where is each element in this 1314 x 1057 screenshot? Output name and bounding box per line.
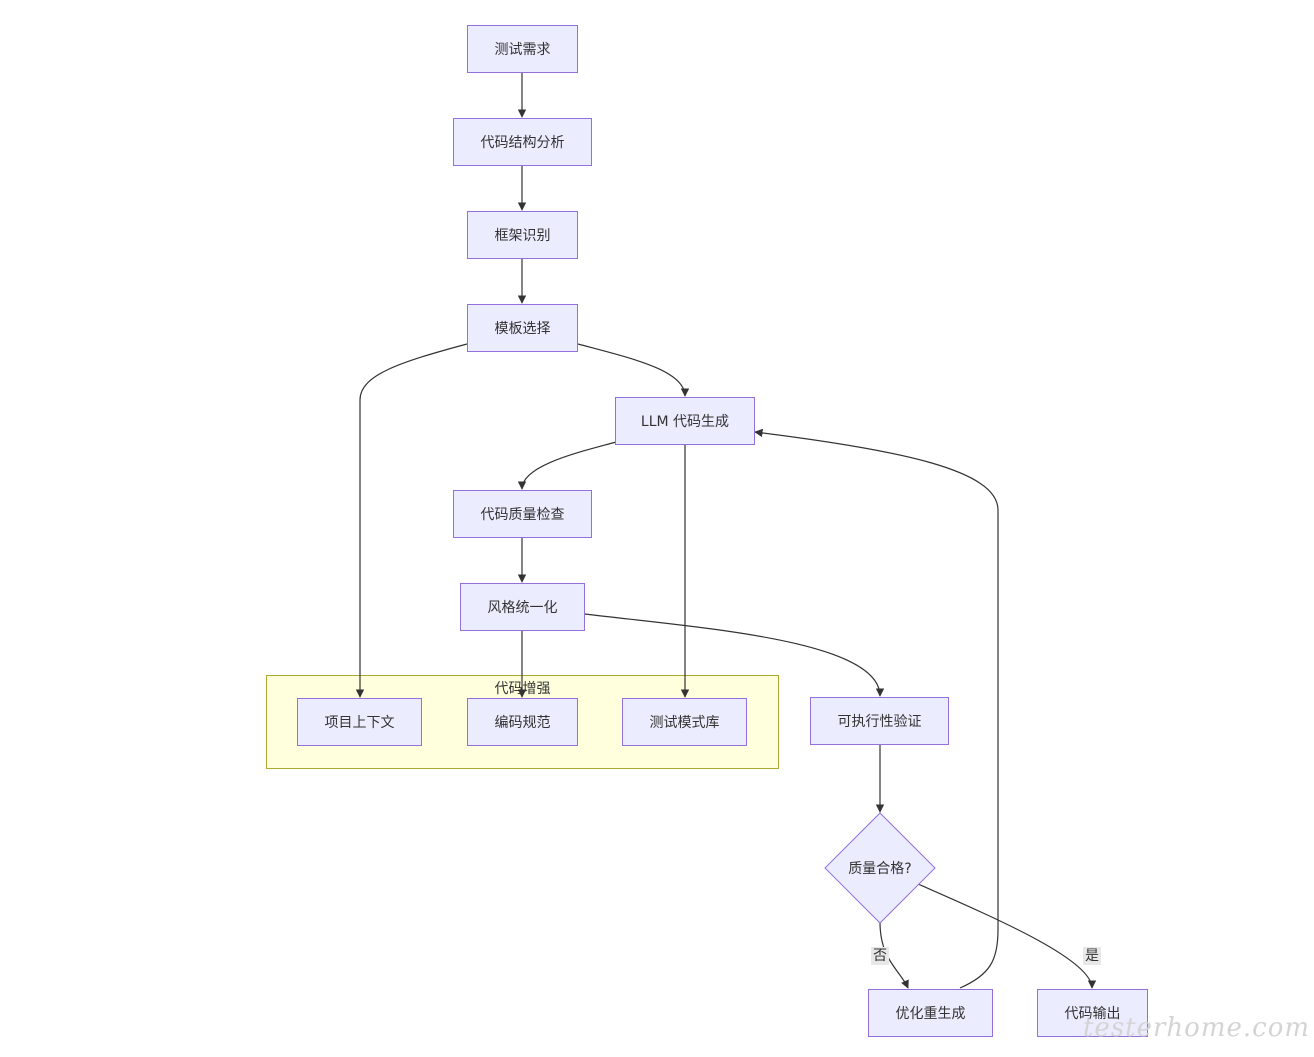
edge-styleunify-execverify (584, 613, 885, 697)
edge-label-no: 否 (871, 947, 889, 965)
node-label: 可执行性验证 (837, 714, 922, 730)
watermark: testerhome.com (1082, 1013, 1310, 1043)
node-test-requirement: 测试需求 (467, 25, 578, 73)
node-label: 模板选择 (494, 321, 551, 337)
node-test-pattern-library: 测试模式库 (622, 698, 747, 746)
node-label: 代码质量检查 (480, 507, 565, 523)
edge-template-llmgen (577, 343, 690, 397)
node-optimize-regenerate: 优化重生成 (868, 989, 993, 1037)
node-label: 测试需求 (494, 42, 551, 58)
node-label: 编码规范 (494, 715, 551, 731)
edge-qualityok-regen (879, 921, 909, 989)
edge-regen-llmgen (754, 428, 999, 989)
node-label: 代码输出 (1064, 1006, 1121, 1022)
node-label: 项目上下文 (324, 715, 395, 731)
node-label: 优化重生成 (895, 1006, 966, 1022)
node-label: 测试模式库 (649, 715, 720, 731)
node-code-structure-analysis: 代码结构分析 (453, 118, 592, 166)
node-label: LLM 代码生成 (640, 414, 730, 430)
node-code-quality-check: 代码质量检查 (453, 490, 592, 538)
node-template-selection: 模板选择 (467, 304, 578, 352)
node-executability-verification: 可执行性验证 (810, 697, 949, 745)
edge-qualityok-codeoutput (917, 883, 1097, 989)
node-llm-code-generation: LLM 代码生成 (615, 397, 755, 445)
edge-label-yes: 是 (1083, 947, 1101, 965)
edge-llmgen-qualitycheck (517, 441, 617, 490)
node-project-context: 项目上下文 (297, 698, 422, 746)
diamond-shape (824, 812, 936, 924)
edge-template-projectctx (355, 343, 468, 698)
node-quality-decision: 质量合格? (824, 812, 936, 924)
node-framework-identification: 框架识别 (467, 211, 578, 259)
node-label: 风格统一化 (487, 600, 558, 616)
node-code-output: 代码输出 (1037, 989, 1148, 1037)
node-style-unification: 风格统一化 (460, 583, 585, 631)
node-coding-standards: 编码规范 (467, 698, 578, 746)
node-label: 框架识别 (494, 228, 551, 244)
node-label: 质量合格? (848, 861, 912, 877)
node-label: 代码结构分析 (480, 135, 565, 151)
